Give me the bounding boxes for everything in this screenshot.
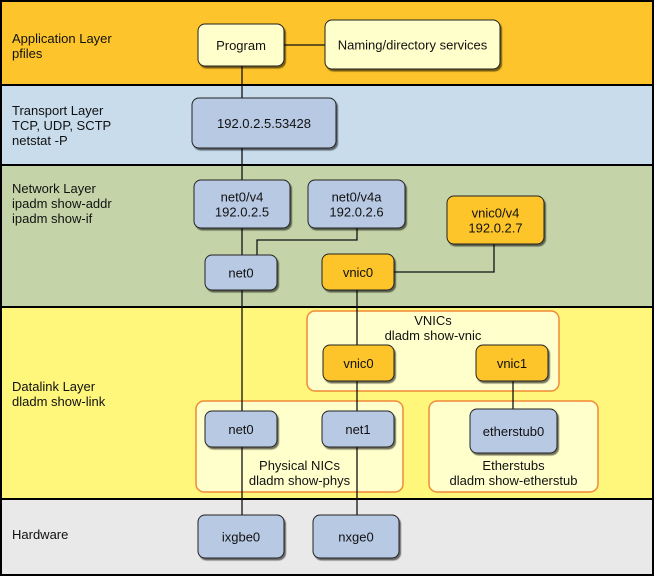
edge-net0-v4a-to-ip-net0 (256, 228, 358, 255)
node-ip-net0[interactable]: net0 (204, 254, 278, 291)
group-label: dladm show-phys (249, 473, 351, 488)
layer-label: Network Layer (12, 181, 96, 196)
node-box (204, 254, 278, 291)
group-label: dladm show-vnic (385, 328, 482, 343)
layer-label: ipadm show-if (12, 211, 93, 226)
node-dl-vnic0[interactable]: vnic0 (322, 344, 395, 382)
node-box (469, 408, 558, 454)
node-dl-net1[interactable]: net1 (321, 410, 395, 448)
group-label: VNICs (414, 313, 452, 328)
node-program[interactable]: Program (197, 23, 285, 67)
node-box (312, 514, 400, 559)
group-label: Physical NICs (259, 458, 340, 473)
layer-label: dladm show-link (12, 394, 106, 409)
node-box (191, 97, 337, 149)
node-label: Naming/directory services (338, 38, 488, 53)
node-box (204, 410, 278, 448)
node-box (475, 344, 549, 382)
node-box (321, 253, 395, 291)
node-label: nxge0 (338, 530, 373, 545)
group-label: dladm show-etherstub (450, 473, 578, 488)
node-label: vnic0 (343, 356, 373, 371)
node-naming[interactable]: Naming/directory services (324, 19, 501, 70)
node-label: vnic0 (343, 265, 373, 280)
node-box (322, 344, 395, 382)
layer-label: TCP, UDP, SCTP (12, 118, 111, 133)
group-label: Etherstubs (482, 458, 545, 473)
node-ip-vnic0[interactable]: vnic0 (321, 253, 395, 291)
node-box (197, 514, 285, 559)
node-label: 192.0.2.5.53428 (217, 116, 311, 131)
node-dl-net0[interactable]: net0 (204, 410, 278, 448)
node-label: net0/v4 (221, 190, 264, 205)
layer-label: Datalink Layer (12, 379, 96, 394)
layer-label: netstat -P (12, 133, 68, 148)
node-nxge0[interactable]: nxge0 (312, 514, 400, 559)
node-box (307, 179, 406, 229)
node-label: 192.0.2.7 (468, 221, 522, 236)
layer-label: pfiles (12, 46, 43, 61)
node-box (197, 23, 285, 67)
node-label: vnic0/v4 (472, 206, 520, 221)
node-dl-vnic1[interactable]: vnic1 (475, 344, 549, 382)
node-label: ixgbe0 (222, 530, 260, 545)
layer-label: Transport Layer (12, 103, 104, 118)
node-ixgbe0[interactable]: ixgbe0 (197, 514, 285, 559)
node-box (193, 179, 291, 229)
node-label: 192.0.2.6 (329, 205, 383, 220)
layer-label: Application Layer (12, 31, 112, 46)
node-box (446, 195, 545, 245)
node-box (321, 410, 395, 448)
layer-label: ipadm show-addr (12, 196, 112, 211)
node-label: Program (216, 38, 266, 53)
node-label: etherstub0 (483, 424, 544, 439)
node-label: net0 (228, 422, 253, 437)
node-label: net1 (345, 422, 370, 437)
node-label: net0/v4a (332, 190, 383, 205)
layer-label: Hardware (12, 527, 68, 542)
node-label: vnic1 (497, 356, 527, 371)
edge-vnic0-v4-to-ip-vnic0 (394, 244, 495, 273)
node-label: 192.0.2.5 (215, 205, 269, 220)
node-label: net0 (228, 266, 253, 281)
node-etherstub0[interactable]: etherstub0 (469, 408, 558, 454)
node-box (324, 19, 501, 70)
node-socket[interactable]: 192.0.2.5.53428 (191, 97, 337, 149)
